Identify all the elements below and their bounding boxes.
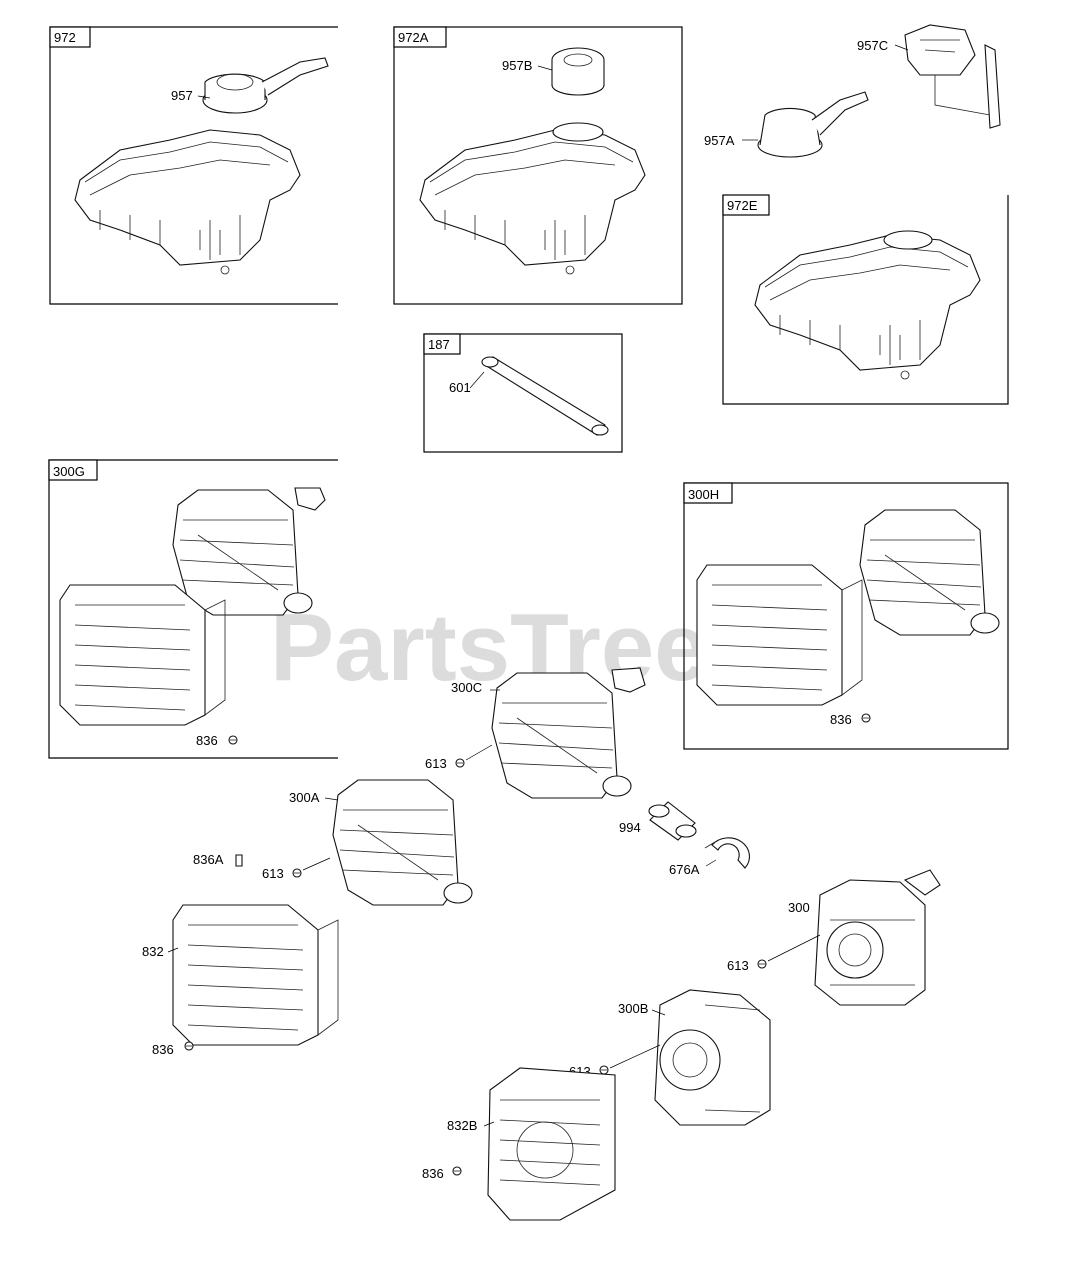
screw-836-300g[interactable] xyxy=(228,735,238,745)
callout-836-832b: 836 xyxy=(422,1166,444,1181)
fuel-tank-972a[interactable] xyxy=(419,129,646,275)
panel-300g: 300G 836 xyxy=(48,459,338,759)
screw-613-300c[interactable] xyxy=(455,758,465,768)
callout-300c: 300C xyxy=(451,680,482,695)
fuel-line-601[interactable] xyxy=(481,356,609,436)
panel-972: 972 957 xyxy=(49,26,338,305)
muffler-300a[interactable] xyxy=(332,779,473,906)
callout-300: 300 xyxy=(788,900,810,915)
panel-label-187: 187 xyxy=(428,337,450,352)
panel-972a: 972A 957B xyxy=(393,26,683,305)
callout-994: 994 xyxy=(619,820,641,835)
callout-613-300a: 613 xyxy=(262,866,284,881)
callout-836-300h: 836 xyxy=(830,712,852,727)
callout-836a: 836A xyxy=(193,852,224,867)
tube-994[interactable] xyxy=(648,801,697,841)
screw-836-832[interactable] xyxy=(184,1041,194,1051)
fuel-cap-957a[interactable] xyxy=(757,91,869,158)
muffler-guard-832[interactable] xyxy=(172,904,339,1046)
muffler-guard-832b[interactable] xyxy=(487,1067,616,1221)
callout-832b: 832B xyxy=(447,1118,477,1133)
callout-957: 957 xyxy=(171,88,193,103)
callout-836-300g: 836 xyxy=(196,733,218,748)
muffler-300g[interactable] xyxy=(172,489,313,616)
panel-label-300h: 300H xyxy=(688,487,719,502)
panel-label-972e: 972E xyxy=(727,198,758,213)
fuel-cap-957b[interactable] xyxy=(551,47,605,96)
fuel-cap-957c[interactable] xyxy=(904,24,1001,129)
panel-label-972a: 972A xyxy=(398,30,429,45)
panel-label-972: 972 xyxy=(54,30,76,45)
callout-613-300: 613 xyxy=(727,958,749,973)
callout-300a: 300A xyxy=(289,790,320,805)
screw-613-300b[interactable] xyxy=(599,1065,609,1075)
callout-300b: 300B xyxy=(618,1001,648,1016)
callout-676a: 676A xyxy=(669,862,700,877)
screw-613-300a[interactable] xyxy=(292,868,302,878)
panel-972e: 972E xyxy=(722,194,1009,405)
muffler-300[interactable] xyxy=(814,869,941,1006)
muffler-300h[interactable] xyxy=(859,509,1000,636)
muffler-guard-300h[interactable] xyxy=(696,564,863,706)
callout-957a: 957A xyxy=(704,133,735,148)
fuel-tank-972e[interactable] xyxy=(754,234,981,380)
callout-957b: 957B xyxy=(502,58,532,73)
muffler-guard-300g[interactable] xyxy=(59,584,226,726)
fuel-tank-972[interactable] xyxy=(74,129,301,275)
panel-300h: 300H 836 xyxy=(683,482,1009,750)
panel-label-300g: 300G xyxy=(53,464,85,479)
screw-836-300h[interactable] xyxy=(861,713,871,723)
callout-957c: 957C xyxy=(857,38,888,53)
muffler-300c[interactable] xyxy=(491,672,632,799)
panel-187: 187 601 xyxy=(423,333,623,453)
screw-613-300[interactable] xyxy=(757,959,767,969)
clamp-676a[interactable] xyxy=(704,837,751,869)
callout-613-300c: 613 xyxy=(425,756,447,771)
callout-601: 601 xyxy=(449,380,471,395)
screw-836-832b[interactable] xyxy=(452,1166,462,1176)
callout-836-832: 836 xyxy=(152,1042,174,1057)
callout-832: 832 xyxy=(142,944,164,959)
clip-836a[interactable] xyxy=(235,854,243,867)
muffler-300b[interactable] xyxy=(654,989,771,1126)
fuel-cap-957[interactable] xyxy=(202,57,329,114)
